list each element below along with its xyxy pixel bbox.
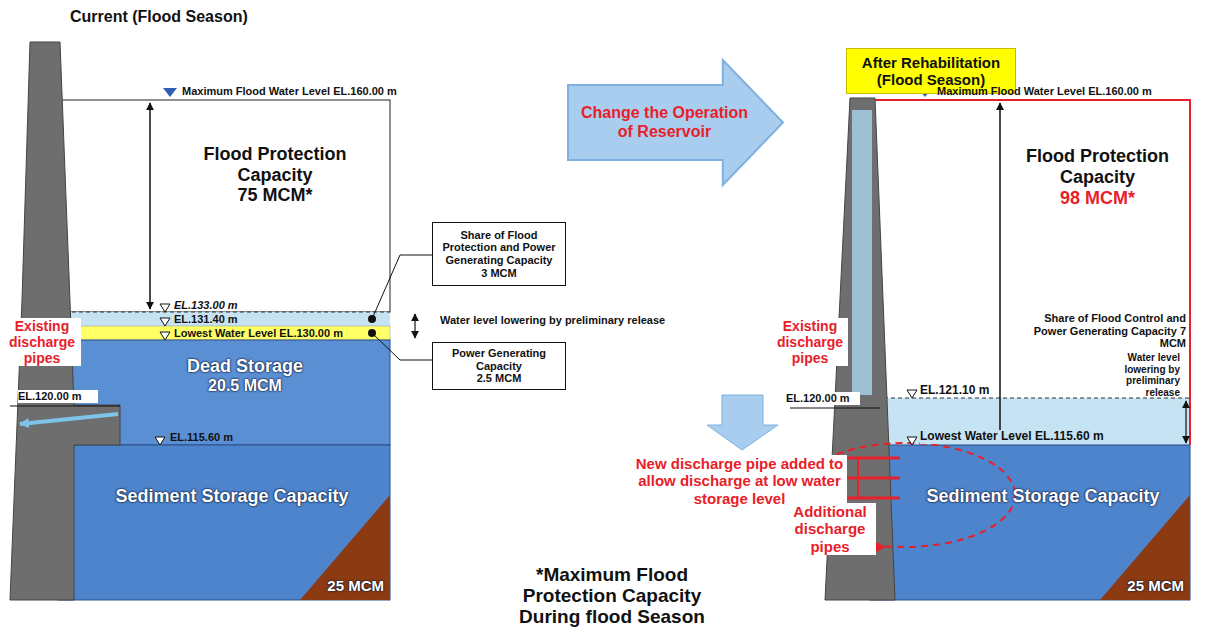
sediment-wedge: [300, 495, 390, 600]
pipe-label: Existing discharge pipes: [772, 318, 848, 366]
capacity-region: Flood Protection Capacity98 MCM*: [1010, 140, 1185, 215]
level-label: EL.115.60 m: [170, 431, 270, 444]
flood-region: [58, 100, 390, 312]
level-label: Maximum Flood Water Level EL.160.00 m: [937, 85, 1177, 98]
block-arrow: Change the Operation of Reservoir: [568, 60, 783, 185]
level-label: EL.133.00 m: [174, 299, 294, 312]
capacity-arrow: [149, 103, 151, 309]
new-pipe: [857, 458, 859, 498]
panel-title: Current (Flood Season): [70, 8, 330, 26]
storage-band: Sediment Storage Capacity 25 MCM: [74, 446, 390, 600]
level-line: [790, 407, 880, 408]
node-heading: Dead Storage: [187, 356, 303, 377]
lowering-arrow: [414, 314, 415, 338]
level-label: EL.120.00 m: [18, 390, 98, 403]
node-heading: Power Generating Capacity: [437, 347, 561, 372]
level-marker: [160, 332, 170, 340]
capacity-arrow: [999, 103, 1001, 442]
storage-band: Sediment Storage Capacity 25 MCM: [896, 446, 1190, 600]
node-value: 25 MCM: [327, 577, 384, 594]
power-band: [58, 326, 390, 340]
share-band: [58, 312, 390, 326]
node-value: 98 MCM*: [1060, 188, 1135, 209]
sediment-band: [870, 445, 1190, 600]
level-marker: [160, 304, 170, 312]
level-marker: [907, 390, 917, 398]
note-label: Water level lowering by preliminary rele…: [1110, 352, 1180, 398]
node-value: 75 MCM*: [237, 185, 312, 206]
node-heading: Share of Flood Protection and Power Gene…: [437, 229, 561, 267]
capacity-region: Flood Protection Capacity75 MCM*: [165, 135, 385, 215]
node-heading: Flood Protection Capacity: [1012, 146, 1183, 187]
block-arrow: [707, 395, 778, 450]
level-label: Maximum Flood Water Level EL.160.00 m: [182, 85, 412, 98]
level-label: EL.120.00 m: [786, 392, 860, 405]
flood-region: [870, 100, 1190, 398]
level-label: EL.121.10 m: [920, 384, 998, 398]
sediment-wedge: [1100, 495, 1190, 600]
level-label: EL.131.40 m: [174, 313, 294, 326]
level-marker: [155, 437, 165, 445]
level-line: [870, 398, 1190, 399]
discharge-arrow: [20, 414, 118, 424]
callout-box: Share of Flood Protection and Power Gene…: [432, 222, 566, 286]
leader-line: [372, 255, 432, 319]
existing-pipe-zone: [852, 110, 872, 395]
level-marker: [907, 437, 917, 445]
sediment-band: [58, 445, 390, 600]
annotation-label: Additional discharge pipes: [784, 503, 876, 555]
node-heading: Change the Operation of Reservoir: [576, 104, 753, 141]
node-value: 3 MCM: [481, 267, 516, 280]
node-value: 25 MCM: [1127, 577, 1184, 594]
note-label: Share of Flood Control and Power Generat…: [1012, 312, 1186, 350]
level-marker: [163, 88, 177, 97]
share-band: [870, 398, 1190, 445]
node-value: 20.5 MCM: [208, 377, 282, 395]
node-heading: After Rehabilitation (Flood Season): [850, 54, 1012, 89]
block-arrow-outline: [568, 60, 783, 185]
new-capacity-outline: [862, 100, 1190, 445]
node-heading: Sediment Storage Capacity: [926, 486, 1159, 507]
node-value: 2.5 MCM: [477, 372, 522, 385]
callout-box: Power Generating Capacity2.5 MCM: [432, 342, 566, 390]
lowering-arrow: [1185, 401, 1186, 443]
footnote-caption: *Maximum Flood Protection Capacity Durin…: [492, 565, 732, 628]
annotation-label: New discharge pipe added to allow discha…: [632, 455, 847, 507]
level-marker: [160, 318, 170, 326]
pipe-label: Existing discharge pipes: [3, 318, 81, 366]
node-heading: Sediment Storage Capacity: [115, 486, 348, 507]
note-label: Water level lowering by preliminary rele…: [440, 314, 700, 327]
level-line: [58, 312, 390, 313]
level-label: Lowest Water Level EL.115.60 m: [920, 430, 1130, 444]
level-line: [10, 405, 120, 406]
level-label: Lowest Water Level EL.130.00 m: [174, 327, 364, 340]
node-heading: Flood Protection Capacity: [167, 144, 383, 185]
storage-band: Dead Storage20.5 MCM: [130, 350, 360, 402]
leader-line: [372, 333, 432, 360]
